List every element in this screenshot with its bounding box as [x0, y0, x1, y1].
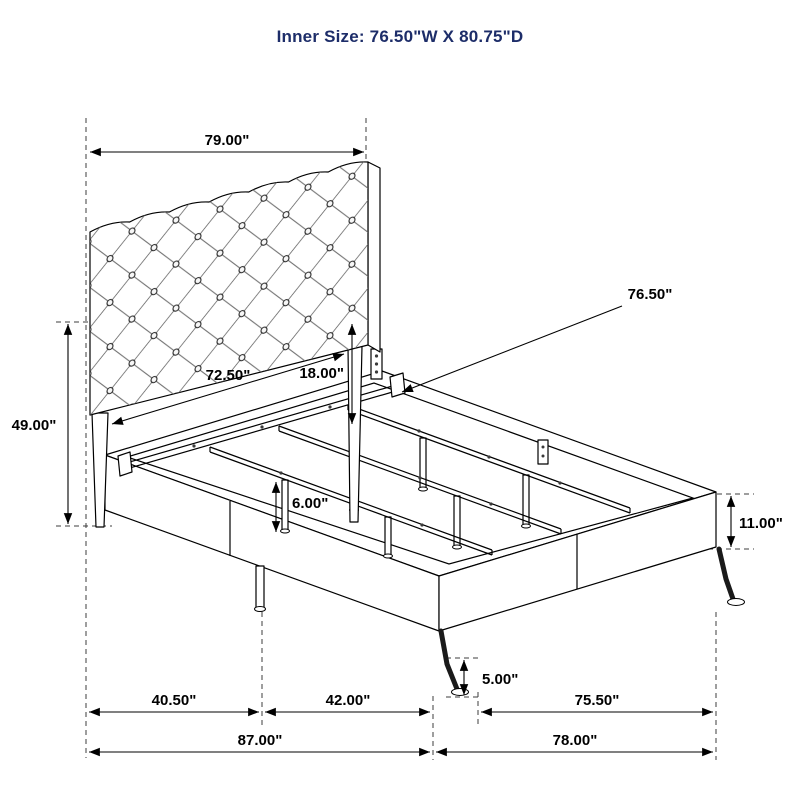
dim-side-rail-height: 11.00" [726, 496, 783, 547]
dim-label-42: 42.00" [326, 692, 371, 709]
rail1-leg-b-foot [383, 553, 393, 559]
dimensions: 79.00" 49.00" 72.50" 18.00" 76.50" 6.00"… [12, 132, 783, 757]
support-rail-2 [278, 425, 562, 535]
foot-right-leg-foot [727, 598, 745, 606]
dim-label-87: 87.00" [238, 732, 283, 749]
dim-line-72-5 [111, 353, 345, 425]
dim-overall-width: 78.00" [436, 732, 713, 757]
dim-headboard-height: 49.00" [12, 324, 73, 524]
rail1-leg-a-foot [280, 528, 290, 534]
dim-headboard-inner-width: 72.50" [111, 353, 345, 425]
mid-side-leg-foot [254, 606, 266, 612]
dim-label-79: 79.00" [205, 132, 250, 149]
mid-side-leg [255, 565, 265, 609]
dim-label-40-5: 40.50" [152, 692, 197, 709]
headboard-side-edge [367, 161, 381, 353]
rail3-leg-b-foot [521, 523, 531, 529]
frame-legs [254, 546, 745, 696]
front-corner-leg-foot [451, 688, 469, 696]
slat-left-bracket [117, 451, 133, 477]
dim-label-5: 5.00" [482, 671, 518, 688]
slat-right-bracket [389, 372, 406, 398]
leader-line-76-5 [401, 305, 623, 393]
extension-lines [56, 118, 754, 760]
dim-overall-depth: 87.00" [89, 732, 430, 757]
dim-front-rail-segment: 42.00" [265, 692, 430, 717]
dim-headboard-depth: 40.50" [89, 692, 259, 717]
headboard-left-leg [91, 412, 109, 528]
dim-label-49: 49.00" [12, 417, 57, 434]
diagram-title: Inner Size: 76.50"W X 80.75"D [277, 27, 524, 46]
headboard [89, 161, 381, 528]
support-rails [209, 404, 631, 559]
dim-label-6: 6.00" [292, 495, 328, 512]
dim-label-11: 11.00" [739, 515, 783, 532]
dim-headboard-width: 79.00" [90, 132, 364, 157]
rail2-leg-b-foot [452, 544, 462, 550]
dim-slat-inner-width: 76.50" [401, 286, 673, 393]
dim-support-leg-height: 6.00" [271, 482, 328, 532]
dim-label-76-5: 76.50" [628, 286, 673, 303]
rail-bracket [537, 439, 549, 465]
rail1-leg-b [384, 516, 392, 556]
rail3-leg-a [419, 437, 427, 489]
dim-label-75-5: 75.50" [575, 692, 620, 709]
dim-foot-width-partial: 75.50" [481, 692, 713, 717]
headboard-tufting [90, 161, 368, 415]
dim-panel-to-rail: 18.00" [299, 324, 357, 424]
dim-label-18: 18.00" [299, 365, 344, 382]
dim-corner-leg-height: 5.00" [459, 660, 518, 695]
foot-right-leg [716, 546, 736, 602]
rail1-leg-a [281, 479, 289, 531]
front-corner-leg [438, 628, 460, 692]
dim-label-78: 78.00" [553, 732, 598, 749]
rail3-leg-a-foot [418, 486, 428, 492]
dim-label-72-5: 72.50" [206, 367, 251, 384]
